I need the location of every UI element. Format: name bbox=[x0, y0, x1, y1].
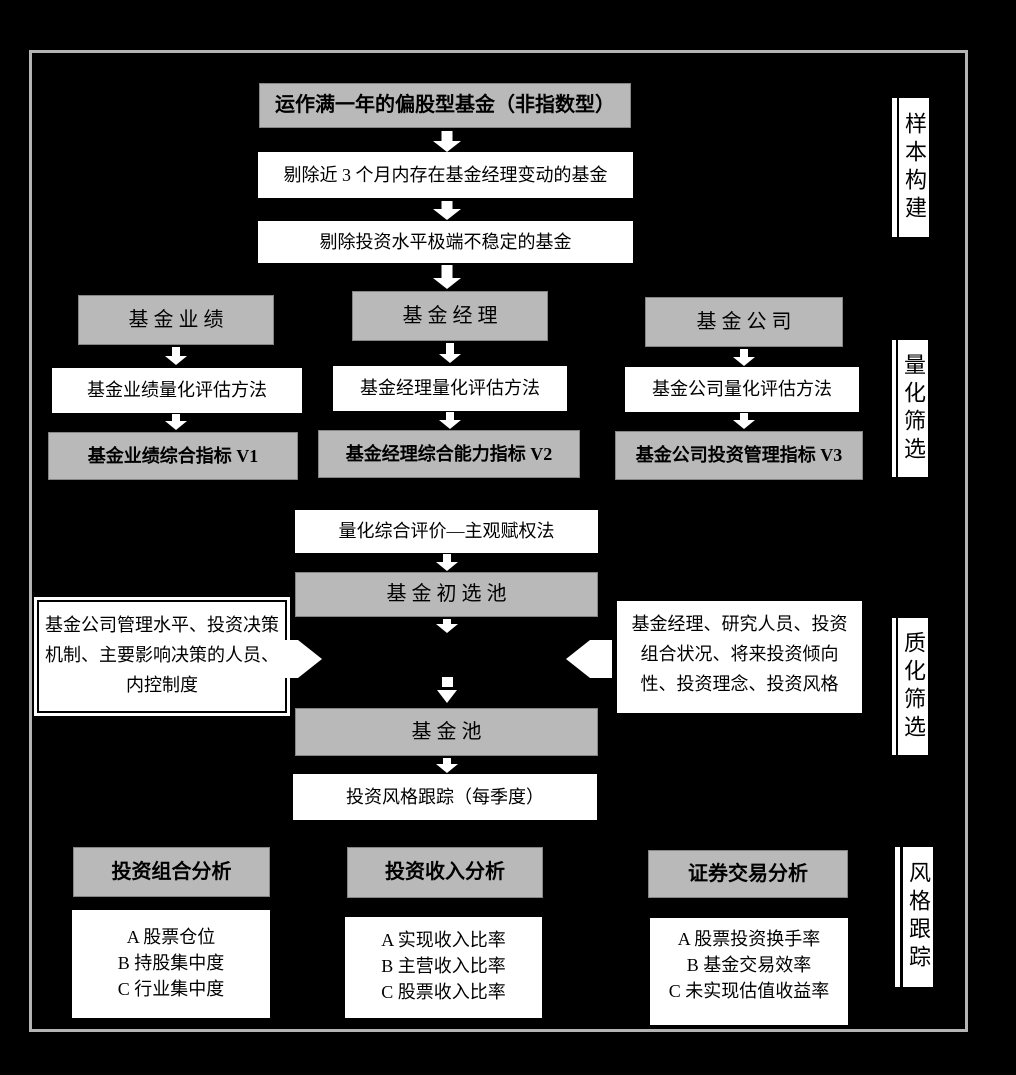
flow-box-universe: 运作满一年的偏股型基金（非指数型） bbox=[259, 83, 631, 128]
arrow-head-down-icon bbox=[437, 690, 457, 703]
stage-label-quantitative-screening: 量化筛选 bbox=[898, 340, 928, 477]
arrow-down-icon bbox=[433, 131, 461, 152]
method-box-fund-performance: 基金业绩量化评估方法 bbox=[52, 368, 302, 413]
arrow-down-icon bbox=[433, 265, 461, 289]
analysis-item: B 持股集中度 bbox=[117, 953, 225, 973]
flow-box-primary-pool: 基 金 初 选 池 bbox=[295, 572, 598, 617]
analysis-items-trading: A 股票投资换手率 B 基金交易效率 C 未实现估值收益率 bbox=[650, 918, 848, 1025]
stage-label-sample-construction: 样本构建 bbox=[899, 98, 929, 237]
flow-box-fund-pool: 基 金 池 bbox=[295, 708, 598, 756]
analysis-item: A 股票投资换手率 bbox=[677, 929, 821, 949]
stage-bar bbox=[892, 340, 896, 477]
analysis-header-trading: 证券交易分析 bbox=[648, 850, 848, 898]
analysis-item: C 行业集中度 bbox=[117, 979, 225, 999]
analysis-item: B 主营收入比率 bbox=[381, 956, 506, 976]
flow-box-exclude-manager-change: 剔除近 3 个月内存在基金经理变动的基金 bbox=[258, 152, 633, 198]
method-box-fund-manager: 基金经理量化评估方法 bbox=[333, 366, 567, 411]
analysis-item: B 基金交易效率 bbox=[686, 955, 812, 975]
analysis-header-income: 投资收入分析 bbox=[347, 847, 543, 898]
analysis-item: A 股票仓位 bbox=[126, 927, 216, 947]
arrow-down-icon bbox=[733, 413, 755, 429]
arrow-down-icon bbox=[165, 414, 187, 430]
arrow-down-icon bbox=[436, 619, 458, 633]
flow-box-style-tracking: 投资风格跟踪（每季度） bbox=[293, 774, 597, 820]
arrow-down-icon bbox=[436, 554, 458, 571]
arrow-down-icon bbox=[439, 412, 461, 429]
arrow-tail-segment bbox=[442, 677, 453, 687]
arrow-down-icon bbox=[433, 201, 461, 220]
indicator-box-v3: 基金公司投资管理指标 V3 bbox=[615, 431, 863, 480]
indicator-box-v2: 基金经理综合能力指标 V2 bbox=[318, 430, 580, 478]
diagram-frame bbox=[29, 50, 968, 1032]
analysis-item: A 实现收入比率 bbox=[381, 930, 506, 950]
qualitative-box-manager: 基金经理、研究人员、投资组合状况、将来投资倾向性、投资理念、投资风格 bbox=[617, 601, 862, 713]
method-box-fund-company: 基金公司量化评估方法 bbox=[625, 367, 859, 412]
arrow-left-icon bbox=[566, 640, 612, 678]
analysis-items-portfolio: A 股票仓位 B 持股集中度 C 行业集中度 bbox=[72, 910, 270, 1018]
stage-bar bbox=[892, 618, 896, 755]
arrow-down-icon bbox=[436, 758, 458, 773]
flow-box-composite-evaluation: 量化综合评价—主观赋权法 bbox=[295, 510, 598, 553]
arrow-down-icon bbox=[733, 349, 755, 366]
arrow-down-icon bbox=[165, 347, 187, 365]
column-header-fund-performance: 基 金 业 绩 bbox=[78, 295, 274, 345]
stage-bar bbox=[892, 98, 897, 237]
stage-label-style-tracking: 风格跟踪 bbox=[903, 847, 933, 987]
column-header-fund-manager: 基 金 经 理 bbox=[352, 291, 548, 341]
flow-box-exclude-unstable: 剔除投资水平极端不稳定的基金 bbox=[258, 221, 633, 263]
column-header-fund-company: 基 金 公 司 bbox=[645, 297, 843, 347]
arrow-right-icon bbox=[284, 640, 322, 678]
stage-bar bbox=[895, 847, 900, 987]
analysis-header-portfolio: 投资组合分析 bbox=[73, 847, 270, 897]
analysis-item: C 未实现估值收益率 bbox=[668, 981, 830, 1001]
analysis-items-income: A 实现收入比率 B 主营收入比率 C 股票收入比率 bbox=[345, 917, 542, 1018]
stage-label-qualitative-screening: 质化筛选 bbox=[898, 618, 928, 755]
analysis-item: C 股票收入比率 bbox=[381, 982, 506, 1002]
indicator-box-v1: 基金业绩综合指标 V1 bbox=[48, 432, 298, 480]
qualitative-box-company: 基金公司管理水平、投资决策机制、主要影响决策的人员、内控制度 bbox=[37, 600, 287, 713]
arrow-down-icon bbox=[439, 343, 461, 363]
